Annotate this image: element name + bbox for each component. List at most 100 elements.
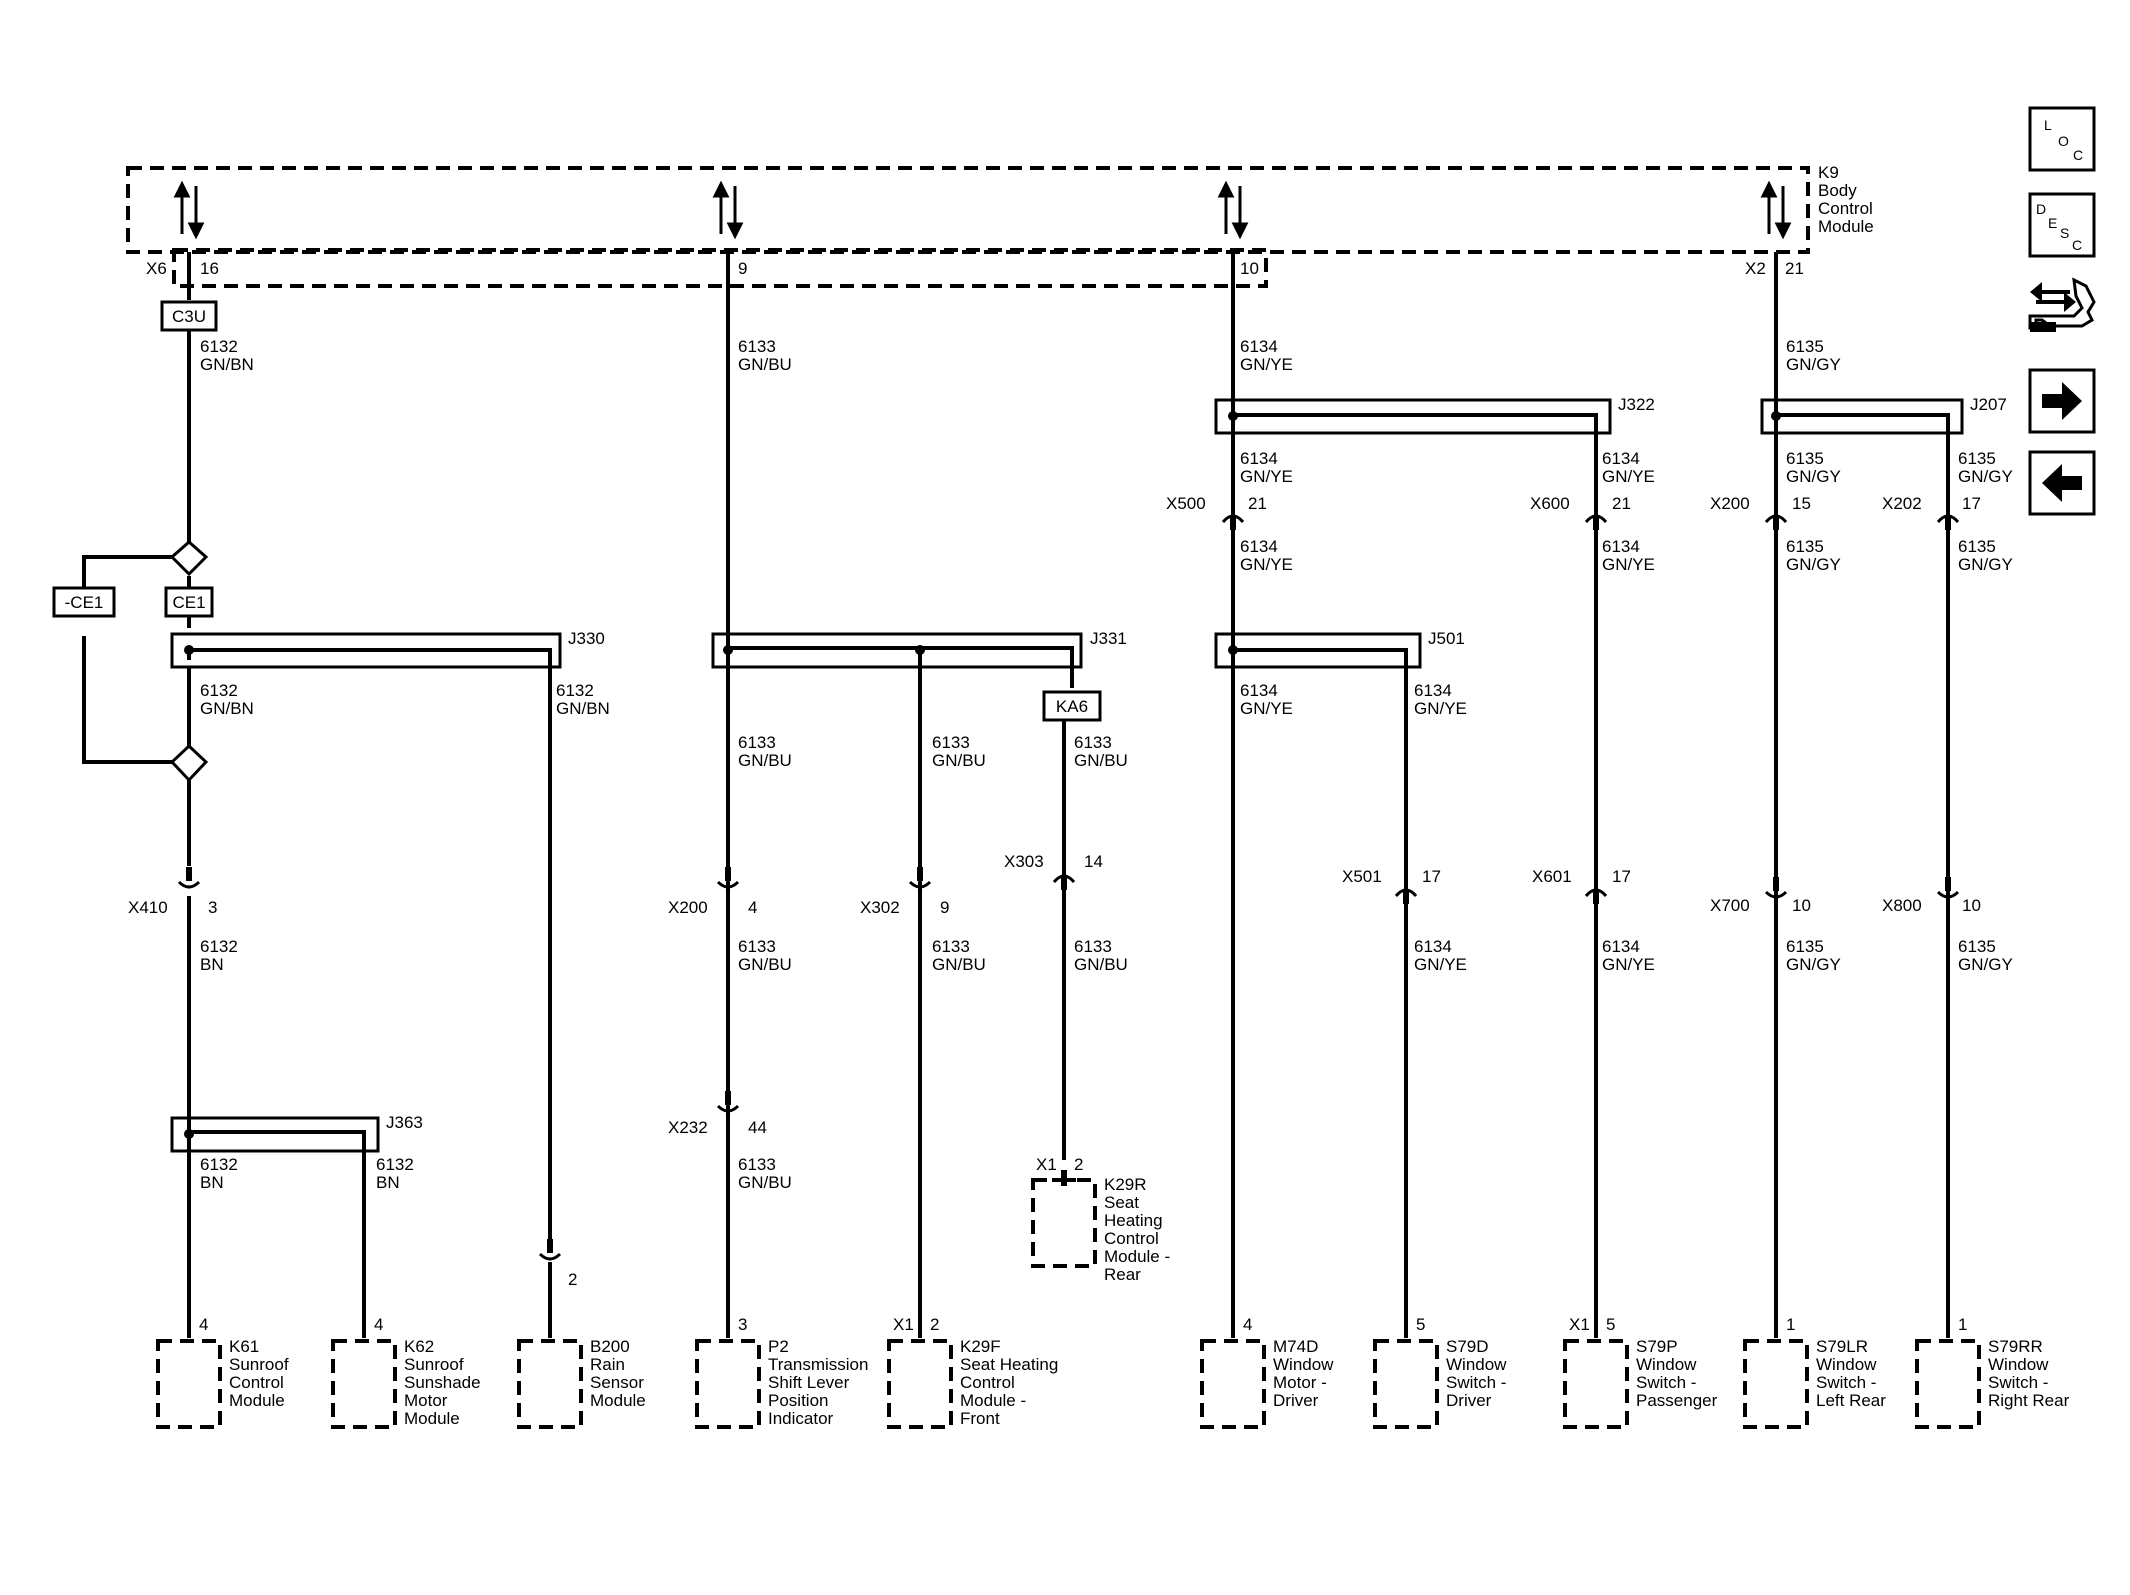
connector-x800: X800 [1882, 896, 1922, 915]
connector-x800-pin: 10 [1962, 896, 1981, 915]
k9-x6-pin: 16 [200, 259, 219, 278]
desc-button[interactable]: D E S C [2028, 192, 2096, 258]
wire-circuit-number: 6135 [1786, 937, 1824, 956]
arrow-right-icon[interactable] [2028, 368, 2096, 434]
component-label-line: Sunroof [229, 1355, 289, 1374]
data-arrow-icon [1760, 180, 1792, 240]
option-ce1: CE1 [172, 593, 205, 612]
wire-circuit-number: 6133 [932, 733, 970, 752]
component-label-line: Position [768, 1391, 828, 1410]
component-label-line: B200 [590, 1337, 630, 1356]
wire-color: GN/YE [1414, 699, 1467, 718]
connector-x232: X232 [668, 1118, 708, 1137]
connector-labels: X410 3 X200 4 X302 9 X303 14 X232 44 2 X… [128, 494, 1981, 1289]
wire-circuit-number: 6134 [1414, 681, 1452, 700]
component-label-line: Driver [1273, 1391, 1319, 1410]
wire-circuit-number: 6133 [738, 337, 776, 356]
splice-j322-label: J322 [1618, 395, 1655, 414]
splice-j207-label: J207 [1970, 395, 2007, 414]
splice-packs: J330 J331 J322 J207 J501 J363 [170, 395, 2007, 1153]
loc-letter-l: L [2044, 117, 2052, 133]
loc-button[interactable]: L O C [2028, 106, 2096, 172]
component-label-line: Module [229, 1391, 285, 1410]
component-label-line: Switch - [1988, 1373, 2048, 1392]
connector-x200-a-pin: 4 [748, 898, 757, 917]
component-outline [517, 1339, 583, 1429]
component-label-line: Switch - [1636, 1373, 1696, 1392]
wire-circuit-number: 6134 [1240, 449, 1278, 468]
wire-circuit-number: 6133 [738, 733, 776, 752]
component-label-line: Switch - [1446, 1373, 1506, 1392]
component-outline [695, 1339, 761, 1429]
wire-color: GN/YE [1240, 467, 1293, 486]
wire-color: GN/BU [738, 355, 792, 374]
component-label-line: Switch - [1816, 1373, 1876, 1392]
k29r-connector: X1 [1036, 1155, 1057, 1174]
wire-circuit-number: 6134 [1240, 537, 1278, 556]
nav-panel: L O C D E S C [2028, 106, 2096, 516]
component-outline [1200, 1339, 1266, 1429]
component-label-line: Passenger [1636, 1391, 1718, 1410]
k29r-line-4: Control [1104, 1229, 1159, 1248]
component-outline [331, 1339, 397, 1429]
component-pin: 1 [1958, 1315, 1967, 1334]
component-label-line: Module - [960, 1391, 1026, 1410]
k9-id: K9 [1818, 163, 1839, 182]
wire-color: GN/GY [1786, 355, 1841, 374]
wire-circuit-number: 6134 [1240, 681, 1278, 700]
k29r-line-3: Heating [1104, 1211, 1163, 1230]
component-label-line: Indicator [768, 1409, 834, 1428]
wire-color: GN/GY [1786, 955, 1841, 974]
connector-x601-pin: 17 [1612, 867, 1631, 886]
wire-color: GN/BU [738, 1173, 792, 1192]
component-label-line: Shift Lever [768, 1373, 850, 1392]
component-connector: X1 [1569, 1315, 1590, 1334]
option-neg-ce1: -CE1 [65, 593, 104, 612]
component-label-line: Window [1816, 1355, 1877, 1374]
connector-x600-pin: 21 [1612, 494, 1631, 513]
k9-x2-pin: 21 [1785, 259, 1804, 278]
desc-letter-s: S [2060, 225, 2069, 241]
wire-circuit-number: 6133 [738, 1155, 776, 1174]
connector-x302-pin: 9 [940, 898, 949, 917]
component-pin: 4 [199, 1315, 208, 1334]
option-diamond [169, 539, 209, 577]
arrow-left-icon[interactable] [2028, 450, 2096, 516]
connector-x202-pin: 17 [1962, 494, 1981, 513]
wire-circuit-number: 6134 [1602, 937, 1640, 956]
wire-color: GN/GY [1958, 555, 2013, 574]
component-connector: X1 [893, 1315, 914, 1334]
component-label-line: Front [960, 1409, 1000, 1428]
component-label-line: M74D [1273, 1337, 1318, 1356]
k9-pin-10: 10 [1240, 259, 1259, 278]
component-label-line: Module [404, 1409, 460, 1428]
component-label-line: Control [960, 1373, 1015, 1392]
component-label-line: K62 [404, 1337, 434, 1356]
wire-color: GN/YE [1602, 555, 1655, 574]
wire-circuit-number: 6135 [1786, 537, 1824, 556]
connector-x600: X600 [1530, 494, 1570, 513]
connector-wrench-icon[interactable] [2028, 277, 2096, 332]
wire-circuit-number: 6133 [738, 937, 776, 956]
component-outline [156, 1339, 222, 1429]
connector-x302: X302 [860, 898, 900, 917]
component-label-line: Control [229, 1373, 284, 1392]
connector-x501: X501 [1342, 867, 1382, 886]
component-label-line: S79P [1636, 1337, 1678, 1356]
component-outline [887, 1339, 953, 1429]
wire-color: GN/YE [1240, 355, 1293, 374]
connector-x700: X700 [1710, 896, 1750, 915]
component-label-line: Seat Heating [960, 1355, 1058, 1374]
